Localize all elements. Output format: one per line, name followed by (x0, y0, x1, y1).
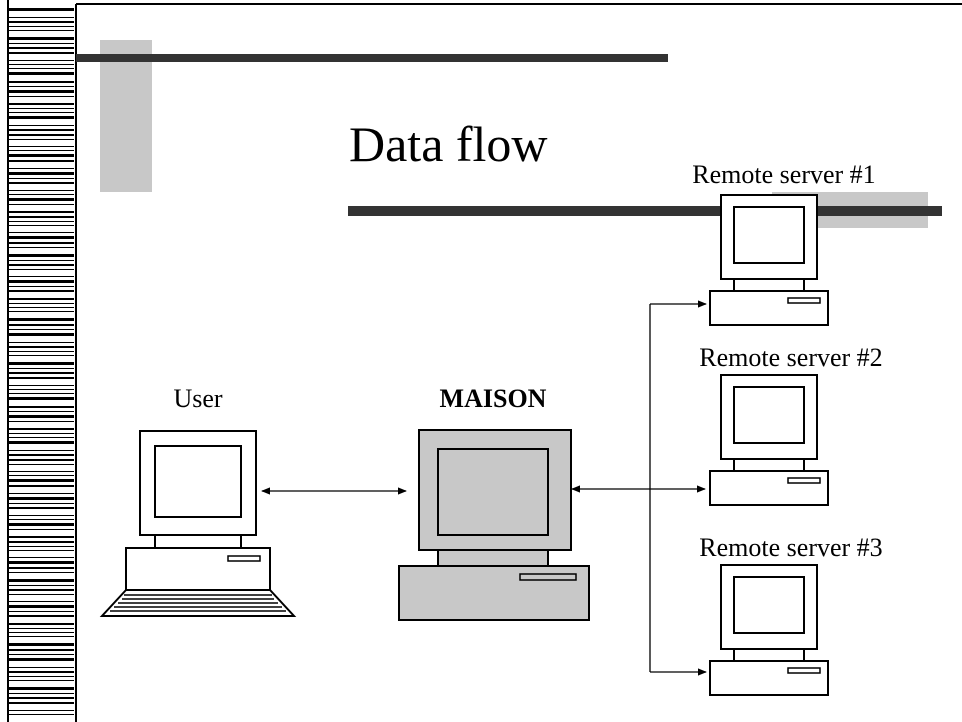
user-computer-icon (99, 430, 297, 617)
remote-server-1-label: Remote server #1 (692, 160, 875, 189)
remote-server-2-icon (709, 374, 829, 506)
title-underline-bar (348, 206, 942, 216)
maison-label: MAISON (440, 384, 547, 413)
slide-title: Data flow (349, 116, 548, 172)
remote-server-1-icon (709, 194, 829, 326)
remote-server-2-label: Remote server #2 (699, 343, 882, 372)
accent-block-left (100, 40, 152, 192)
barcode-decoration (7, 0, 74, 722)
remote-server-3-icon (709, 564, 829, 696)
maison-computer-icon (398, 429, 590, 621)
remote-server-3-label: Remote server #3 (699, 533, 882, 562)
user-label: User (173, 384, 222, 413)
top-bar (76, 54, 668, 62)
